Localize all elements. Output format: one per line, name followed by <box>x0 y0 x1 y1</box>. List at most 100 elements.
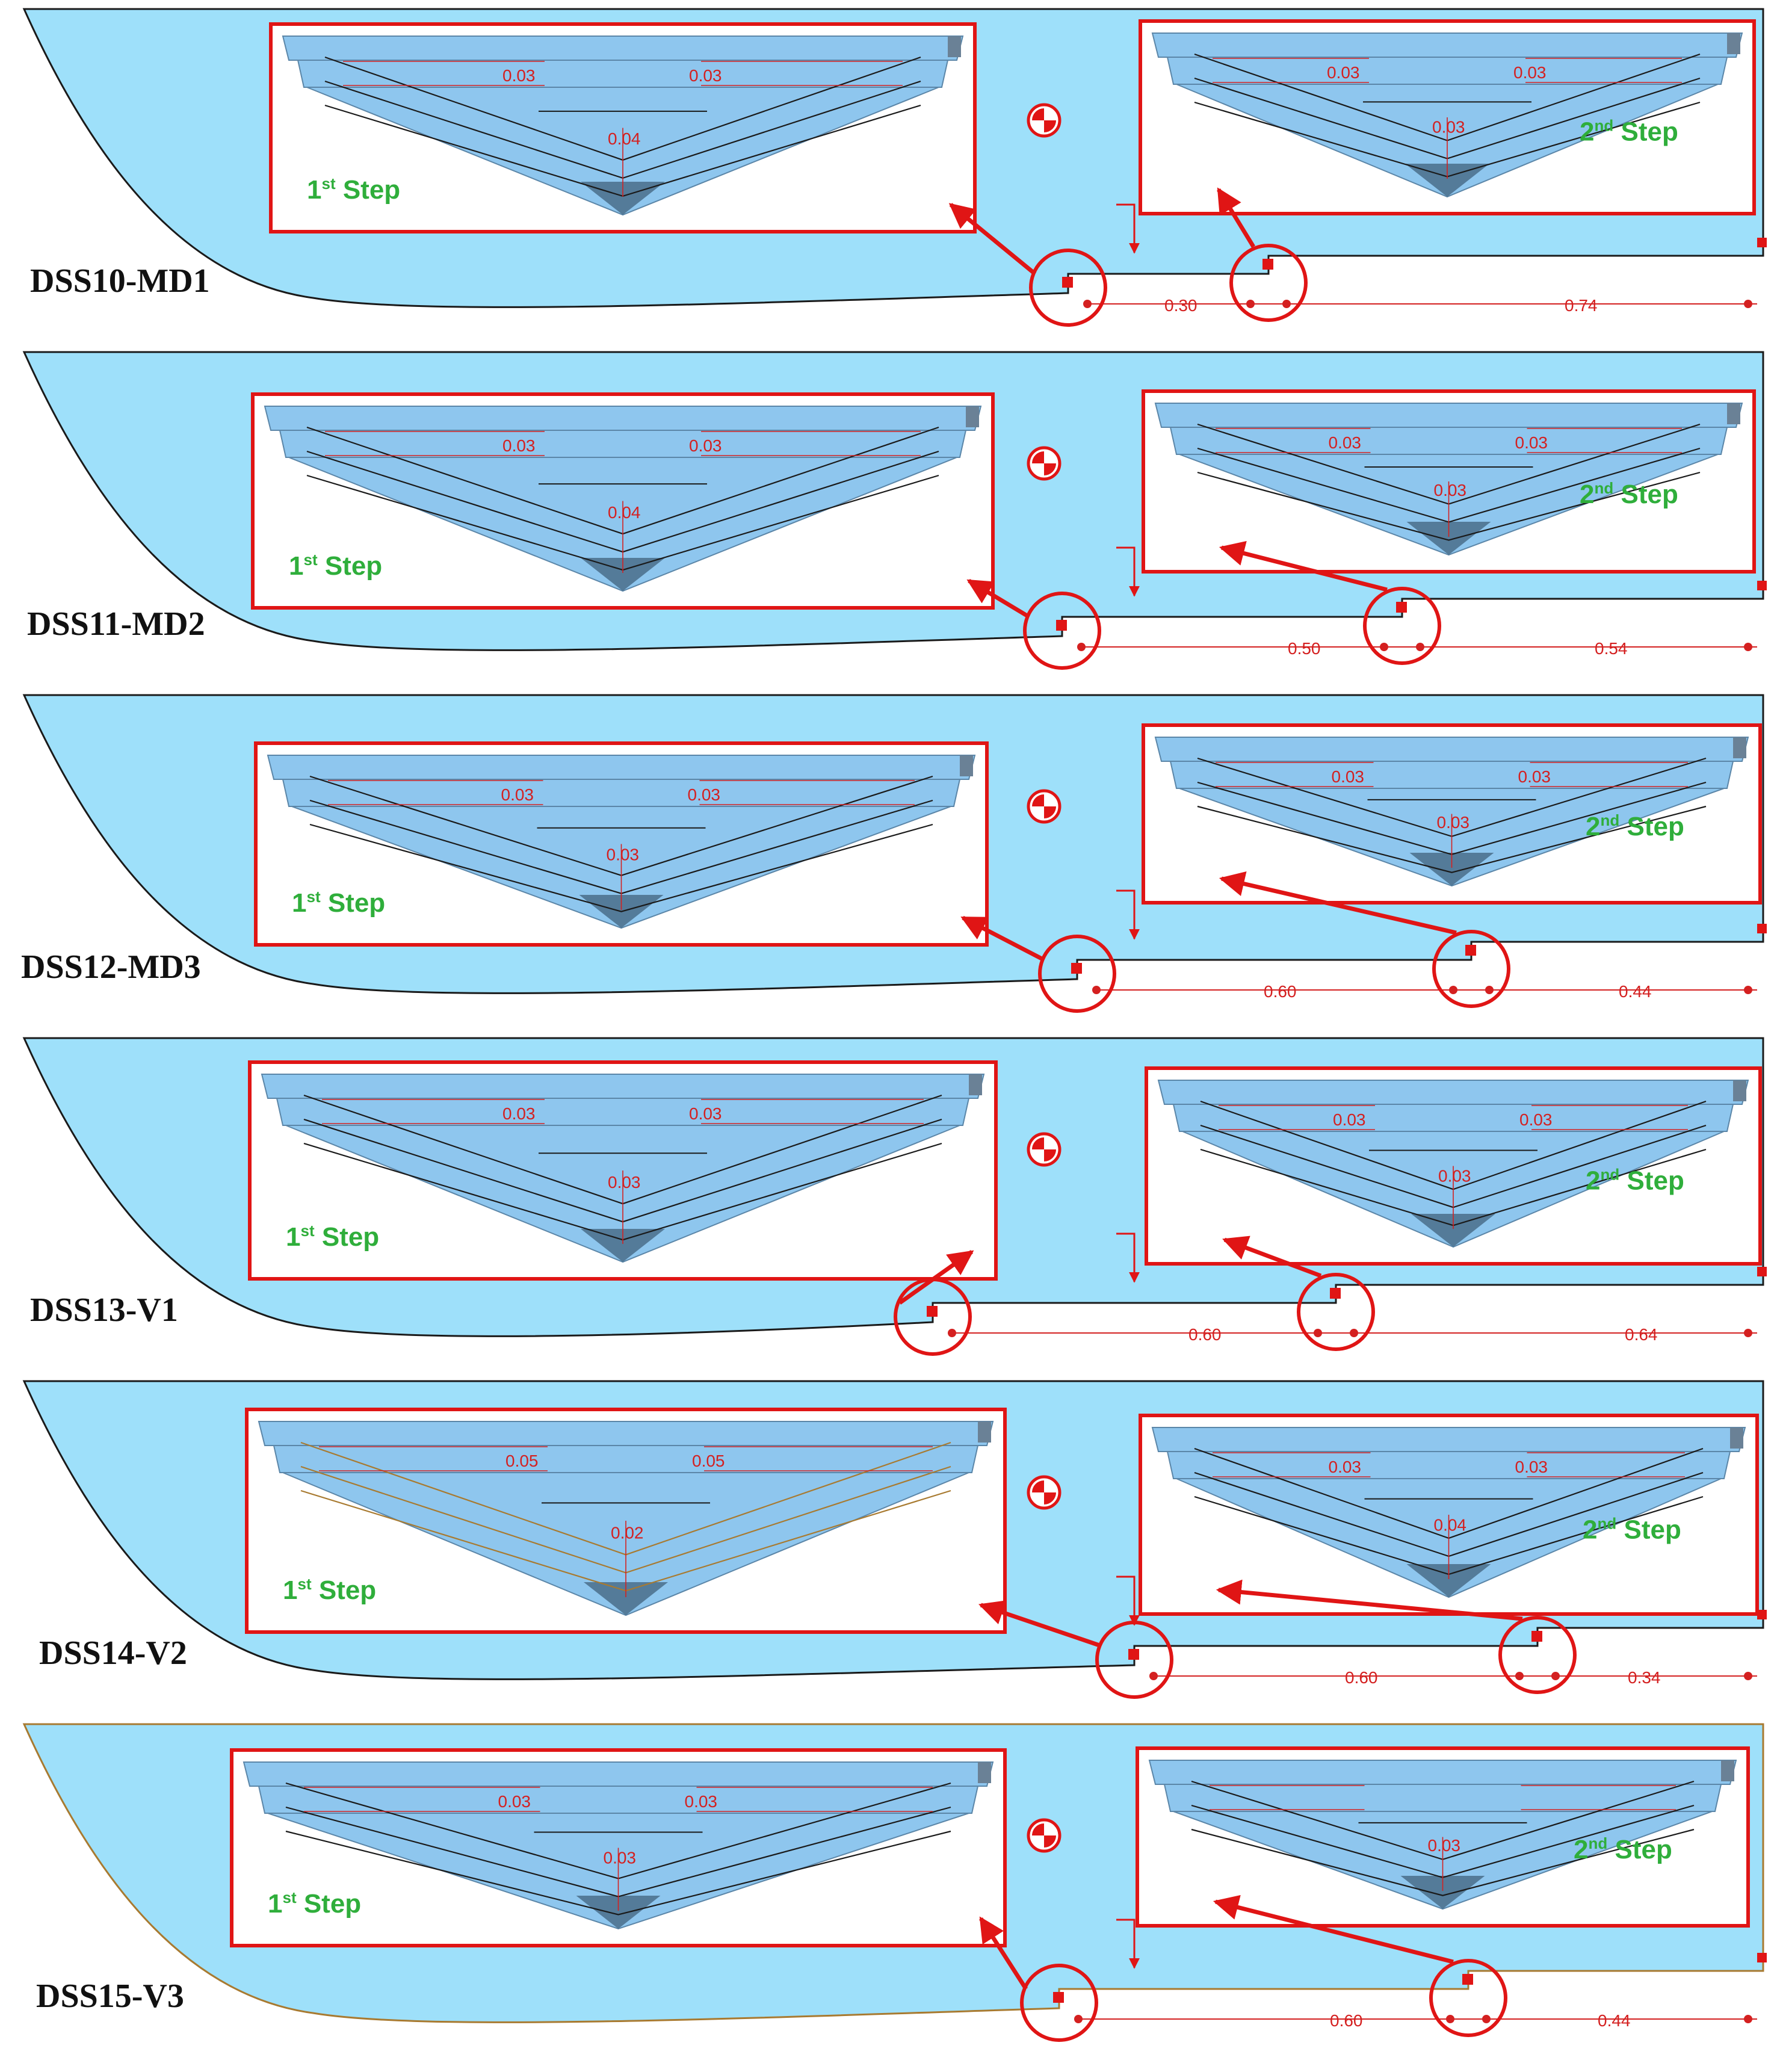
step-word: Step <box>1616 1515 1681 1545</box>
dimension-text: 0.03 <box>1434 481 1467 499</box>
step-ordinal: st <box>303 551 317 569</box>
length-dimension-text: 0.60 <box>1188 1325 1222 1344</box>
step-2-highlight-circle <box>1229 244 1308 322</box>
step-word: Step <box>1613 480 1678 509</box>
dimension-node <box>948 1329 956 1337</box>
dimension-node <box>1515 1672 1524 1680</box>
cg-quadrant <box>1044 806 1056 818</box>
step-2-highlight-circle <box>1363 587 1441 665</box>
step-line <box>1197 471 1701 541</box>
step-word: Step <box>315 1222 380 1252</box>
inset-frame <box>245 1408 1007 1634</box>
dimension-text: 0.05 <box>692 1452 725 1470</box>
cg-quadrant <box>1032 451 1044 463</box>
coordinate-axes-icon <box>1116 203 1140 254</box>
step-ordinal: nd <box>1600 811 1619 829</box>
cg-quadrant <box>1044 1149 1056 1161</box>
dimension-text: 0.03 <box>502 436 536 455</box>
step-label: 1st Step <box>286 1222 379 1252</box>
dimension-node <box>1282 300 1291 308</box>
dimension-text: 0.05 <box>505 1452 539 1470</box>
step-label: 2nd Step <box>1586 1166 1684 1196</box>
dimension-text: 0.04 <box>608 129 641 148</box>
dimension-node <box>1077 643 1086 651</box>
deck-plate <box>267 755 976 780</box>
dimension-text: 0.03 <box>689 436 722 455</box>
keel-shadow <box>1405 164 1489 197</box>
model-label: DSS12-MD3 <box>21 948 201 986</box>
step-marker <box>1262 259 1273 270</box>
keel-shadow <box>576 1896 661 1929</box>
length-dimension-text: 0.60 <box>1345 1668 1378 1687</box>
length-dimension-text: 0.34 <box>1628 1668 1661 1687</box>
step-number: 2 <box>1586 1166 1600 1196</box>
transom-edge <box>1730 1427 1743 1449</box>
step-1-pointer-arrow <box>898 1250 974 1305</box>
dimension-text: 0.03 <box>689 1104 722 1123</box>
deck-plate <box>1154 403 1743 428</box>
step-number: 1 <box>289 551 303 581</box>
transom-marker <box>1757 1267 1767 1276</box>
length-dimension-text: 0.30 <box>1164 296 1197 315</box>
deck-plate <box>258 1421 994 1446</box>
transom-marker <box>1757 1953 1767 1962</box>
step-line <box>1197 805 1707 873</box>
step-ordinal: nd <box>1588 1834 1607 1852</box>
model-label: DSS10-MD1 <box>30 262 210 300</box>
step-number: 1 <box>283 1576 297 1605</box>
step-marker <box>927 1306 938 1317</box>
step-number: 1 <box>307 175 321 205</box>
step-1-highlight-circle <box>1023 592 1101 670</box>
step-number: 2 <box>1580 117 1594 146</box>
length-dimension-text: 0.50 <box>1288 639 1321 658</box>
dimension-node <box>1416 643 1424 651</box>
step-2-pointer-arrow <box>1217 187 1255 248</box>
cg-quadrant <box>1044 120 1056 132</box>
length-dimension-text: 0.54 <box>1595 639 1628 658</box>
transom-edge <box>969 1074 982 1095</box>
step-2-highlight-circle <box>1498 1616 1577 1694</box>
transom-edge <box>948 36 961 57</box>
dimension-text: 0.03 <box>1329 433 1362 452</box>
inset-frame <box>1145 1066 1762 1266</box>
inset-frame <box>248 1060 998 1281</box>
deck-plate <box>282 36 964 61</box>
dimension-node <box>1149 1672 1158 1680</box>
inset-frame <box>1136 1746 1750 1928</box>
axes-line <box>1116 203 1140 254</box>
step-word: Step <box>312 1576 377 1605</box>
axes-line <box>1116 889 1140 940</box>
step-label: 2nd Step <box>1580 116 1678 146</box>
dimension-node <box>1744 2015 1752 2023</box>
dimension-text: 0.03 <box>502 1104 536 1123</box>
cg-quadrant <box>1044 1492 1056 1505</box>
step-marker <box>1062 277 1073 288</box>
dimension-text: 0.03 <box>1518 767 1551 786</box>
cg-quadrant <box>1032 1480 1044 1492</box>
dimension-node <box>1744 986 1752 994</box>
step-word: Step <box>321 888 386 918</box>
step-2-highlight-circle <box>1297 1273 1375 1351</box>
center-of-gravity-icon <box>1027 1475 1062 1510</box>
length-dimension-text: 0.60 <box>1330 2011 1363 2030</box>
center-of-gravity-icon <box>1027 446 1062 481</box>
step-ordinal: nd <box>1594 116 1613 134</box>
step-plate <box>1166 1451 1731 1479</box>
dimension-node <box>1744 300 1752 308</box>
dimension-text: 0.03 <box>1437 813 1470 832</box>
step-word: Step <box>318 551 383 581</box>
step-marker <box>1053 1992 1064 2003</box>
transom-marker <box>1757 238 1767 247</box>
transom-edge <box>978 1762 991 1783</box>
dimension-text: 0.03 <box>1438 1167 1471 1186</box>
step-1-highlight-circle <box>1020 1964 1098 2042</box>
step-1-pointer-arrow <box>979 1916 1028 1990</box>
step-1-highlight-circle <box>1029 249 1107 327</box>
